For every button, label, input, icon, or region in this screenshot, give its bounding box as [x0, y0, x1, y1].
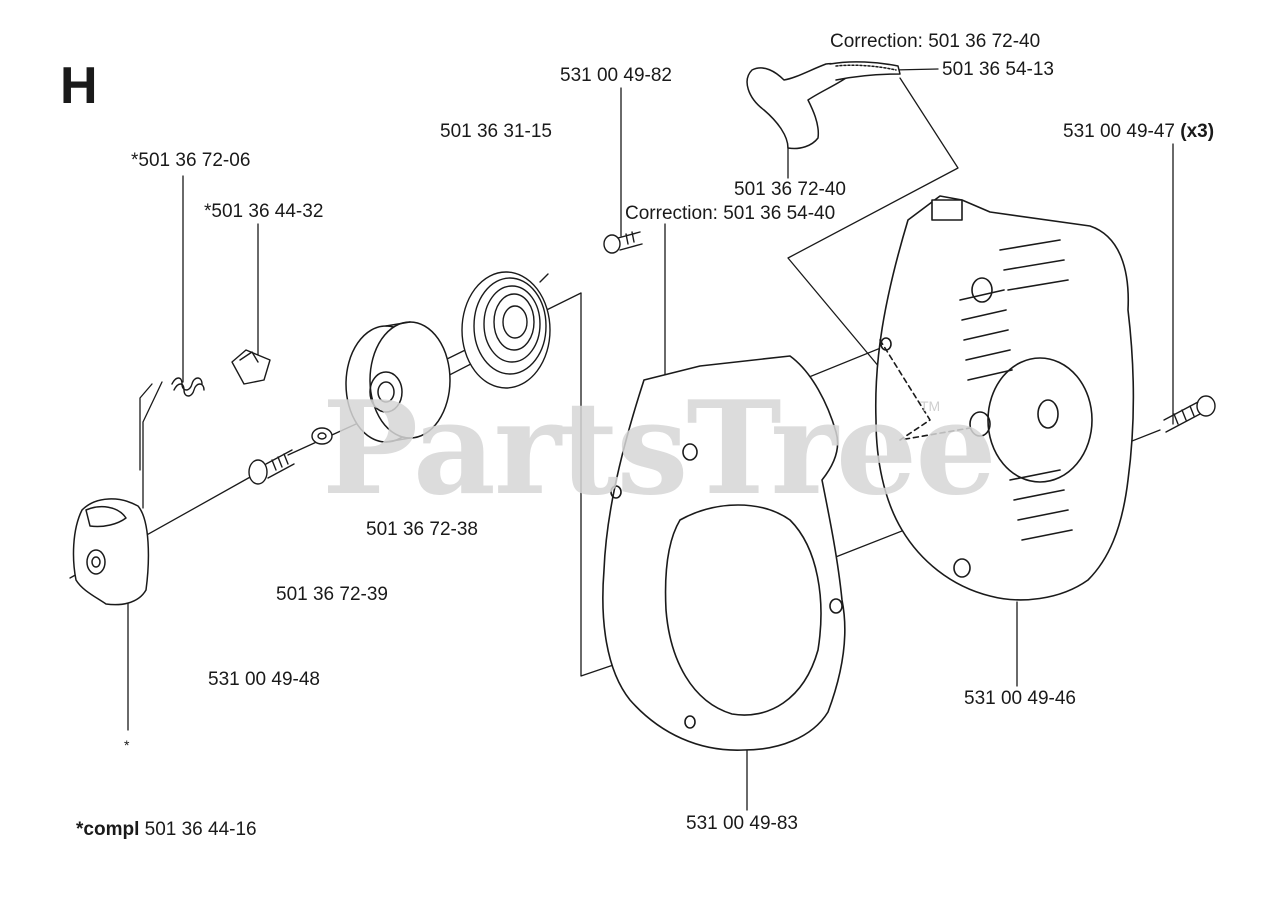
screw-top: [603, 231, 643, 254]
rope-pulley: [345, 321, 451, 443]
part-label-501-36-72-38[interactable]: 501 36 72-38: [366, 519, 478, 540]
part-label-501-36-54-13[interactable]: 501 36 54-13: [942, 59, 1054, 80]
fan-cover: [602, 355, 846, 751]
watermark-trademark: TM: [920, 398, 941, 414]
compl-note: *compl 501 36 44-16: [76, 820, 257, 839]
starter-housing: [874, 195, 1135, 601]
compl-prefix: *compl: [76, 819, 140, 840]
compl-number[interactable]: 501 36 44-16: [144, 819, 257, 840]
part-label-531-00-49-46[interactable]: 531 00 49-46: [964, 688, 1076, 709]
correction-label-top: Correction: 501 36 72-40: [830, 31, 1041, 52]
part-label-501-36-72-40[interactable]: 501 36 72-40: [734, 179, 846, 200]
part-label-531-00-49-48[interactable]: 531 00 49-48: [208, 669, 320, 690]
part-label-501-36-72-06[interactable]: *501 36 72-06: [131, 150, 251, 171]
spring-and-clip: [171, 349, 271, 397]
watermark: PartsTree: [322, 374, 997, 524]
section-letter: H: [60, 57, 98, 115]
part-label-531-00-49-83[interactable]: 531 00 49-83: [686, 813, 798, 834]
part-label-501-36-72-39[interactable]: 501 36 72-39: [276, 584, 388, 605]
starter-handle: [746, 61, 901, 150]
part-label-531-00-49-47[interactable]: 531 00 49-47 (x3): [1063, 122, 1214, 141]
housing-screw: [1163, 395, 1216, 433]
recoil-spring: [461, 271, 551, 389]
part-number: 531 00 49-47: [1063, 121, 1175, 142]
part-label-531-00-49-82[interactable]: 531 00 49-82: [560, 65, 672, 86]
part-label-501-36-44-32[interactable]: *501 36 44-32: [204, 201, 324, 222]
part-label-501-36-31-15[interactable]: 501 36 31-15: [440, 121, 552, 142]
pawl-housing: [72, 498, 150, 606]
correction-label-mid: Correction: 501 36 54-40: [625, 203, 836, 224]
asterisk-marker: *: [124, 737, 130, 753]
quantity: (x3): [1180, 121, 1215, 142]
screw-and-washer: [248, 427, 333, 485]
